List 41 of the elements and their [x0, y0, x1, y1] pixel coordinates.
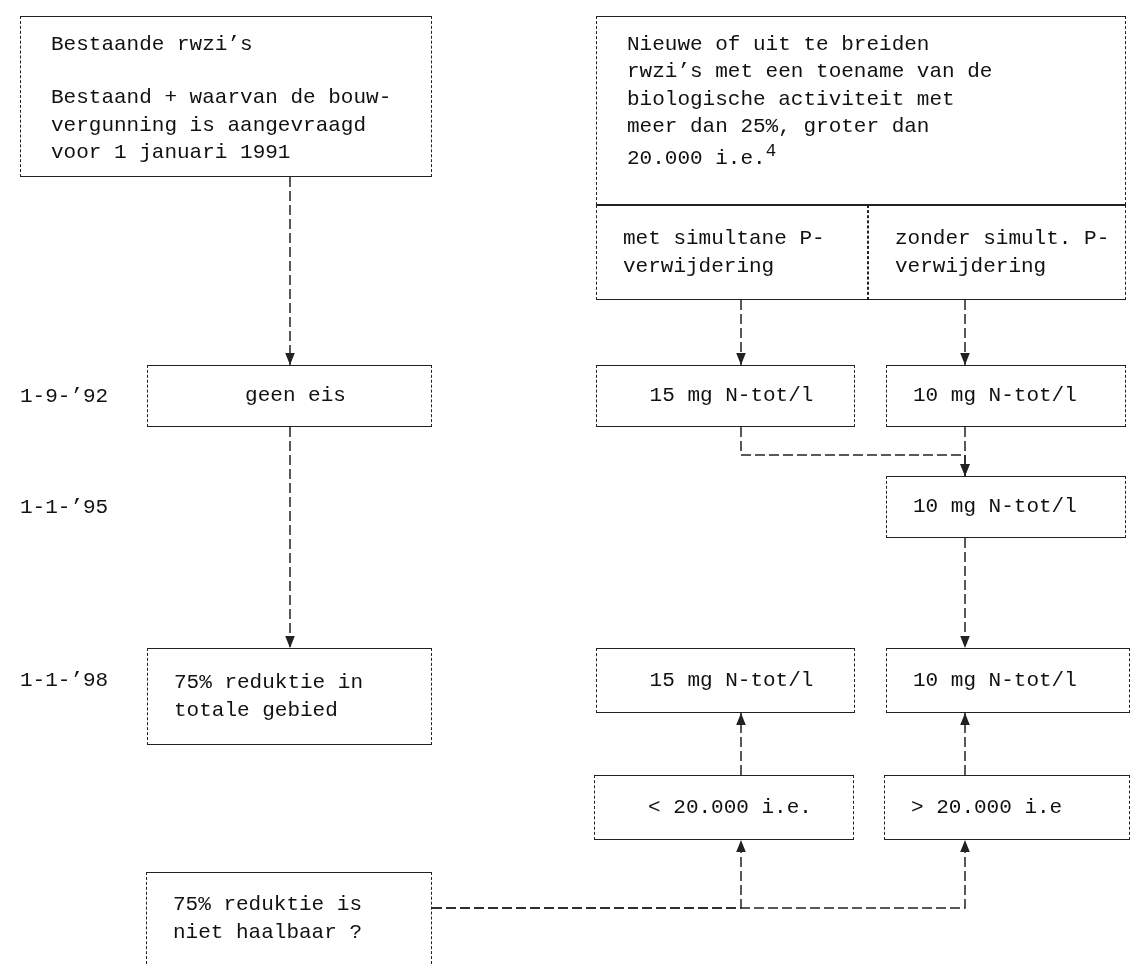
- arrow: [960, 299, 970, 366]
- process-box: [147, 365, 432, 427]
- process-box: [886, 476, 1126, 538]
- box-text: 15 mg N-tot/l: [649, 667, 814, 694]
- process-box: [886, 648, 1130, 713]
- box-text: 10 mg N-tot/l: [913, 667, 1077, 694]
- process-box: [868, 205, 1126, 300]
- box-text: met simultane P-verwijdering: [623, 226, 826, 280]
- box-text: 10 mg N-tot/l: [913, 383, 1077, 410]
- arrow: [285, 176, 295, 366]
- date-label: 1-1-’98: [20, 668, 109, 692]
- box-text: 75% reduktie in totale gebied: [174, 670, 365, 724]
- box-text: Bestaand + waarvan de bouw- vergunning is aangevraagd voor 1 januari 1991: [51, 85, 393, 166]
- box-text: 15 mg N-tot/l: [649, 383, 814, 410]
- process-box: [20, 16, 432, 177]
- box-text: Bestaande rwzi’s: [51, 32, 253, 58]
- box-text: Nieuwe of uit te breiden rwzi’s met een toename van de biologische activiteit met meer dan 25%, groter dan 20.000 i.e.$^{4}$: [627, 32, 994, 173]
- process-box: [596, 648, 855, 713]
- process-box: [594, 775, 854, 840]
- process-box: [147, 648, 432, 745]
- arrow: [960, 426, 970, 477]
- process-box: [884, 775, 1130, 840]
- arrow: [736, 299, 746, 366]
- date-label: 1-1-’95: [20, 495, 109, 519]
- process-box: [886, 365, 1126, 427]
- box-text: > 20.000 i.e: [911, 794, 1063, 821]
- arrow: [960, 537, 970, 649]
- box-text: geen eis: [245, 383, 346, 410]
- process-box: [146, 872, 432, 964]
- box-text: < 20.000 i.e.: [648, 794, 812, 821]
- box-text: 75% reduktie is niet haalbaar ?: [173, 892, 364, 946]
- arrow: [431, 839, 970, 909]
- box-text: 10 mg N-tot/l: [913, 494, 1077, 521]
- arrow: [960, 712, 970, 776]
- process-box: [596, 16, 1126, 205]
- process-box: [596, 365, 855, 427]
- date-label: 1-9-’92: [20, 384, 109, 408]
- process-box: [596, 205, 868, 300]
- box-text: zonder simult. P-verwijdering: [895, 226, 1111, 280]
- arrow: [736, 712, 746, 776]
- arrow: [285, 426, 295, 649]
